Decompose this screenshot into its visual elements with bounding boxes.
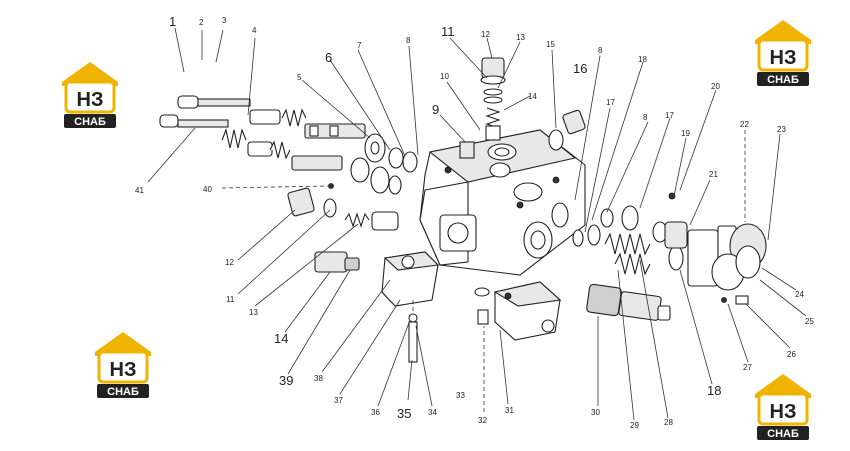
callout-22: 22 xyxy=(740,120,749,129)
logo-mark: НЗ xyxy=(770,401,797,423)
callout-33: 33 xyxy=(456,391,465,400)
logo-word: СНАБ xyxy=(107,386,139,398)
adapter-block xyxy=(381,251,440,363)
callout-13-top: 13 xyxy=(516,33,525,42)
valve-spool-lower xyxy=(159,114,343,171)
callout-10: 10 xyxy=(440,72,449,81)
callout-14-lower: 14 xyxy=(274,331,288,346)
callout-32: 32 xyxy=(478,416,487,425)
logo-mark: НЗ xyxy=(77,89,104,111)
callout-18-lower: 18 xyxy=(707,383,721,398)
callout-1: 1 xyxy=(169,14,176,29)
callout-36: 36 xyxy=(371,408,380,417)
leader-lines xyxy=(147,27,807,421)
plug-16 xyxy=(548,109,586,151)
callout-21: 21 xyxy=(709,170,718,179)
callout-25: 25 xyxy=(805,317,814,326)
callout-7: 7 xyxy=(357,41,362,50)
brand-logo-bottom-right: НЗ СНАБ xyxy=(753,372,813,442)
callout-4: 4 xyxy=(252,26,257,35)
callout-35: 35 xyxy=(397,406,411,421)
control-block-31 xyxy=(474,281,562,341)
callout-2: 2 xyxy=(199,18,204,27)
callout-8-right: 8 xyxy=(643,113,648,122)
callout-20: 20 xyxy=(711,82,720,91)
callout-39: 39 xyxy=(279,373,293,388)
callout-30: 30 xyxy=(591,408,600,417)
callout-12-top: 12 xyxy=(481,30,490,39)
callout-17-right: 17 xyxy=(665,111,674,120)
callout-11-lower: 11 xyxy=(226,295,235,304)
callout-24: 24 xyxy=(795,290,804,299)
callout-16: 16 xyxy=(573,61,587,76)
solenoid-cartridge-30 xyxy=(586,283,671,321)
callout-12-lower: 12 xyxy=(225,258,234,267)
logo-word: СНАБ xyxy=(767,428,799,440)
callout-13-lower: 13 xyxy=(249,308,258,317)
end-flange-lower xyxy=(350,157,402,195)
callout-27: 27 xyxy=(743,363,752,372)
callout-41: 41 xyxy=(135,186,144,195)
callout-11-top: 11 xyxy=(441,24,455,39)
callout-29: 29 xyxy=(630,421,639,430)
callout-23: 23 xyxy=(777,125,786,134)
callout-14-top: 14 xyxy=(528,92,537,101)
callout-15: 15 xyxy=(546,40,555,49)
callout-31: 31 xyxy=(505,406,514,415)
callout-6: 6 xyxy=(325,50,332,65)
valve-body xyxy=(419,129,586,276)
logo-word: СНАБ xyxy=(74,116,106,128)
callout-40: 40 xyxy=(203,185,212,194)
right-seal-stack xyxy=(572,205,684,276)
callout-8-mid: 8 xyxy=(598,46,603,55)
callout-28: 28 xyxy=(664,418,673,427)
callout-labels: 1 2 3 4 5 6 7 8 11 12 13 15 16 8 18 10 9… xyxy=(135,14,814,430)
callout-38: 38 xyxy=(314,374,323,383)
logo-word: СНАБ xyxy=(767,74,799,86)
end-flange-upper xyxy=(364,133,418,173)
callout-34: 34 xyxy=(428,408,437,417)
brand-logo-top-left: НЗ СНАБ xyxy=(60,60,120,130)
callout-19: 19 xyxy=(681,129,690,138)
logo-mark: НЗ xyxy=(770,47,797,69)
brand-logo-top-right: НЗ СНАБ xyxy=(753,18,813,88)
callout-9: 9 xyxy=(432,102,439,117)
callout-5: 5 xyxy=(297,73,302,82)
logo-mark: НЗ xyxy=(110,359,137,381)
callout-37: 37 xyxy=(334,396,343,405)
relief-cap-top xyxy=(480,57,506,141)
pilot-valve-39 xyxy=(314,251,360,273)
plug-12-lower xyxy=(287,183,399,231)
valve-spool-upper xyxy=(177,95,366,139)
callout-26: 26 xyxy=(787,350,796,359)
brand-logo-bottom-left: НЗ СНАБ xyxy=(93,330,153,400)
callout-17-left: 17 xyxy=(606,98,615,107)
callout-8-top: 8 xyxy=(406,36,411,45)
solenoid-assembly xyxy=(664,192,767,305)
callout-3: 3 xyxy=(222,16,227,25)
callout-18-top: 18 xyxy=(638,55,647,64)
